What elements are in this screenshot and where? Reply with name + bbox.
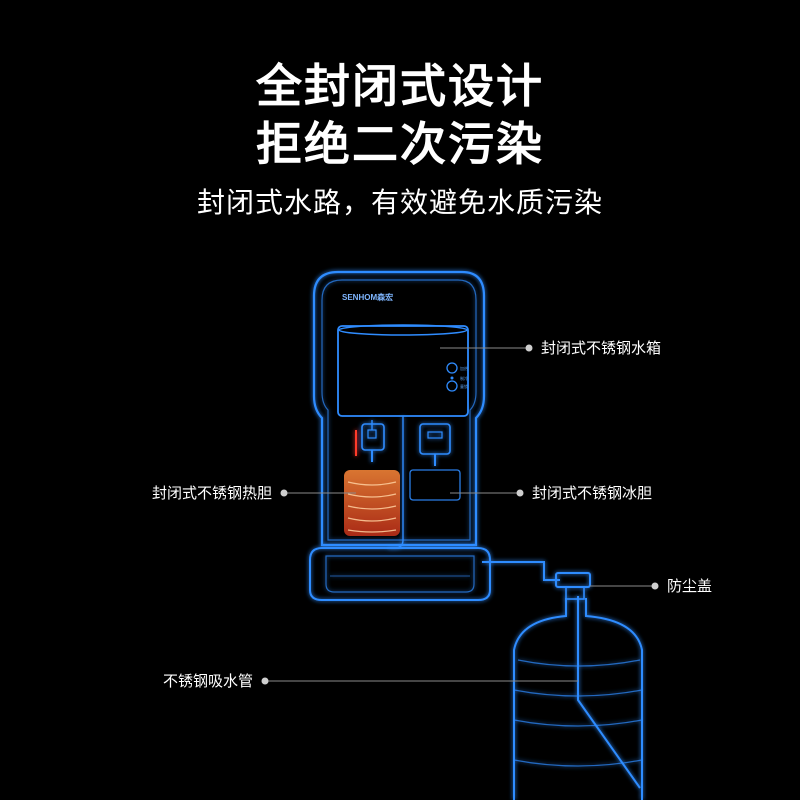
svg-text:封闭式不锈钢热胆: 封闭式不锈钢热胆 [152,484,272,502]
brand-label: SENHOM森宏 [342,292,393,302]
hot-tank-coil [344,470,400,536]
hot-faucet [361,423,385,451]
headline-line2: 拒绝二次污染 [256,117,544,171]
callout-hot-tank: 封闭式不锈钢热胆 [152,484,356,502]
cold-faucet [419,423,451,455]
headline-line1: 全封闭式设计 [256,59,544,113]
svg-text:防尘盖: 防尘盖 [667,577,712,595]
control-panel: 加热 制冷 童锁 [446,362,468,392]
internal-pipes [371,416,404,549]
panel-label-lock: 童锁 [460,383,468,389]
panel-label-cool: 制冷 [460,375,468,381]
heat-button-icon [446,362,458,374]
external-suction-pipe [482,561,641,789]
water-bottle [513,598,643,800]
callout-dust-cap: 防尘盖 [590,577,712,595]
panel-label-heat: 加热 [460,365,468,371]
svg-text:封闭式不锈钢水箱: 封闭式不锈钢水箱 [541,339,661,357]
dispenser-body [309,270,491,601]
child-lock-icon [446,380,458,392]
svg-text:封闭式不锈钢冰胆: 封闭式不锈钢冰胆 [532,484,652,502]
callout-tank: 封闭式不锈钢水箱 [440,339,661,357]
subtitle: 封闭式水路，有效避免水质污染 [196,186,603,219]
svg-text:不锈钢吸水管: 不锈钢吸水管 [163,672,253,690]
cool-indicator-icon [450,376,454,380]
dust-cap [555,572,591,600]
stainless-tank [337,324,469,417]
cold-tank [409,469,461,501]
callout-cold-tank: 封闭式不锈钢冰胆 [450,484,652,502]
faucets [355,423,451,466]
callout-suction-pipe: 不锈钢吸水管 [163,672,578,690]
